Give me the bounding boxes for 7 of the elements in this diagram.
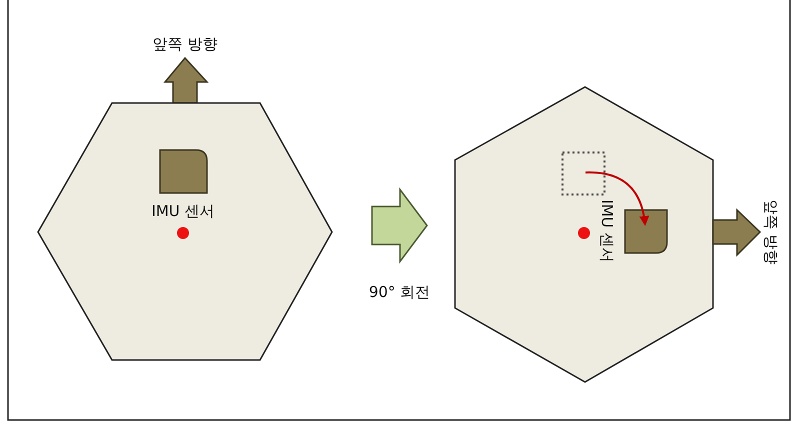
block-arrow <box>371 187 428 264</box>
sensor-label: IMU 센서 <box>598 198 616 265</box>
direction-label: 앞쪽 방향 <box>762 198 780 266</box>
curved-arrow <box>586 172 649 226</box>
edge-label: 90° 회전 <box>368 282 432 300</box>
direction-label: 앞쪽 방향 <box>152 35 218 53</box>
sensor-label: IMU 센서 <box>150 202 216 220</box>
